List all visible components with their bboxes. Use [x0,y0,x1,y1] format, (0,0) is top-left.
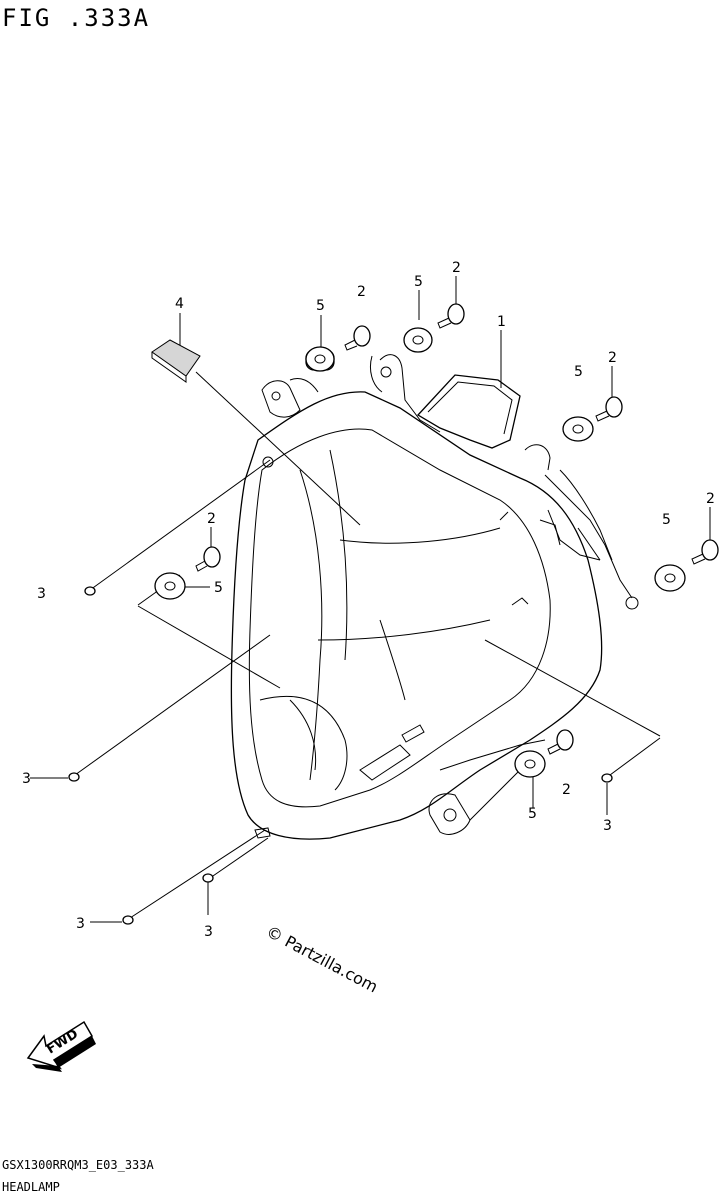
figure-title: FIG .333A [2,4,151,32]
bolt-lower-right [547,729,574,755]
callout-2-top: 2 [452,260,461,276]
callout-2-right: 2 [706,491,715,507]
callout-numbers: 1 2 2 2 2 2 2 3 3 3 3 3 4 5 5 5 5 5 5 [22,260,715,940]
callout-4: 4 [175,296,184,312]
clip-upper-left [84,586,96,596]
callout-5-lower-right: 5 [528,806,537,822]
callout-1: 1 [497,314,506,330]
leader-lines [30,276,711,923]
grommet-top-middle [403,327,433,353]
grommet-lower-right [514,750,546,778]
grommet-top-left [305,346,335,372]
callout-2-lower-right: 2 [562,782,571,798]
bolt-top-left [344,325,371,351]
fwd-arrow-icon: FWD [26,1020,96,1072]
callout-3-lower: 3 [204,924,213,940]
clip-lower-left [122,915,134,925]
grommet-right-upper [562,416,594,442]
bolt-top-middle [437,303,465,329]
callout-2-left: 2 [207,511,216,527]
grommet-parts [154,327,686,778]
clip-lower [202,873,214,883]
clip-right [601,773,613,783]
bolt-left [195,546,221,572]
callout-3-upper-left: 3 [37,586,46,602]
figure-code: GSX1300RRQM3_E03_333A [2,1158,154,1172]
callout-3-middle-left: 3 [22,771,31,787]
callout-2-right-upper: 2 [608,350,617,366]
figure-caption: HEADLAMP [2,1180,60,1194]
bolt-right-upper [595,396,623,422]
bolt-right [691,539,719,565]
grommet-right [654,564,686,592]
label-pad [151,339,201,383]
callout-5-right-upper: 5 [574,364,583,380]
callout-3-right: 3 [603,818,612,834]
callout-5-top: 5 [414,274,423,290]
callout-3-lower-left: 3 [76,916,85,932]
callout-5-right: 5 [662,512,671,528]
bolt-parts [195,303,719,755]
watermark-text: © Partzilla.com [263,922,381,997]
callout-5-left: 5 [214,580,223,596]
headlamp-housing [230,354,639,840]
clip-parts [68,586,613,925]
clip-middle-left [68,772,80,782]
callout-2-top-left: 2 [357,284,366,300]
grommet-left [154,572,186,600]
callout-5-top-left: 5 [316,298,325,314]
